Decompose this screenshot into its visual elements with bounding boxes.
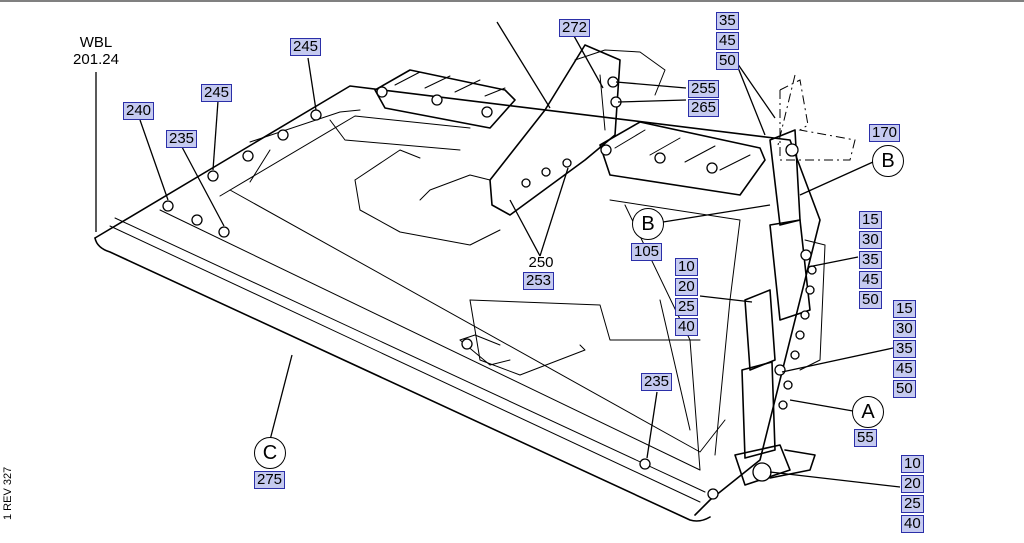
callout-253: 253	[523, 272, 555, 290]
callout-45: 45	[859, 271, 882, 289]
callout-10: 10	[901, 455, 924, 473]
callout-30: 30	[893, 320, 916, 338]
callout-35: 35	[716, 12, 739, 30]
callout-235-a: 235	[166, 130, 198, 148]
callout-20: 20	[675, 278, 698, 296]
callout-245-b: 245	[201, 84, 233, 102]
callout-25: 25	[675, 298, 698, 316]
callout-10: 10	[675, 258, 698, 276]
callout-250: 250	[528, 254, 554, 271]
callout-30: 30	[859, 231, 882, 249]
callout-105: 105	[631, 243, 663, 261]
edge-fasteners	[162, 109, 719, 500]
callout-235-b: 235	[641, 373, 673, 391]
callout-272: 272	[559, 19, 591, 37]
callout-15: 15	[893, 300, 916, 318]
callout-170: 170	[869, 124, 901, 142]
callout-50: 50	[893, 380, 916, 398]
callout-35: 35	[859, 251, 882, 269]
callout-40: 40	[901, 515, 924, 533]
detail-b-top: B	[872, 145, 904, 177]
callout-40: 40	[675, 318, 698, 336]
callout-265: 265	[688, 99, 720, 117]
leader-lines	[95, 21, 901, 488]
wbl-label: WBL	[79, 34, 113, 51]
callout-stack-right-b: 15 30 35 45 50	[893, 300, 916, 398]
detail-b-mid: B	[632, 208, 664, 240]
revision-note: 1 REV 327	[2, 466, 14, 520]
callout-245-a: 245	[290, 38, 322, 56]
wbl-value: 201.24	[73, 51, 119, 68]
detail-a: A	[852, 396, 884, 428]
door-panel	[94, 85, 821, 522]
callout-50: 50	[716, 52, 739, 70]
callout-45: 45	[893, 360, 916, 378]
actuator-strut	[734, 129, 826, 486]
callout-50: 50	[859, 291, 882, 309]
callout-35: 35	[893, 340, 916, 358]
hinge-block-left	[374, 69, 516, 129]
callout-stack-mid: 10 20 25 40	[675, 258, 698, 336]
callout-20: 20	[901, 475, 924, 493]
callout-15: 15	[859, 211, 882, 229]
callout-25: 25	[901, 495, 924, 513]
callout-275: 275	[254, 471, 286, 489]
callout-stack-right-a: 15 30 35 45 50	[859, 211, 882, 309]
callout-240: 240	[123, 102, 155, 120]
callout-55: 55	[854, 429, 877, 447]
hinge-block-right	[599, 121, 766, 196]
phantom-hinge	[777, 74, 856, 161]
callout-255: 255	[688, 80, 720, 98]
hinge-arm	[489, 44, 666, 216]
detail-c: C	[254, 437, 286, 469]
callout-stack-bottom: 10 20 25 40	[901, 455, 924, 533]
callout-stack-top: 35 45 50	[716, 12, 739, 70]
callout-45: 45	[716, 32, 739, 50]
